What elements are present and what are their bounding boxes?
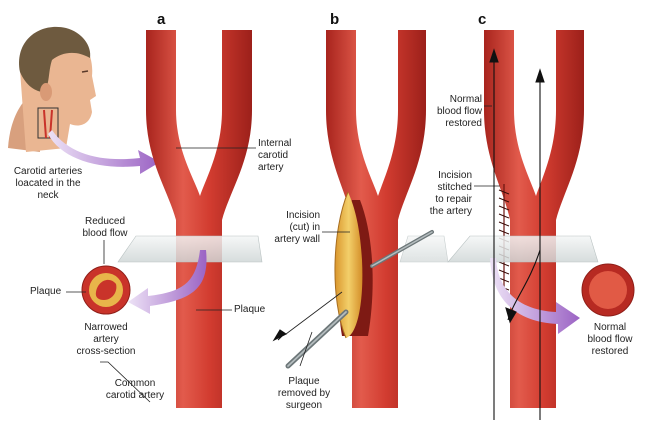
artery-panel-c — [484, 30, 584, 408]
arrow-head-to-artery — [48, 130, 160, 174]
label-normal-flow-bottom: Normal blood flow restored — [587, 322, 633, 357]
label-incision-stitched: Incision stitched to repair the artery — [429, 170, 472, 217]
surgical-instrument-upper — [370, 230, 434, 268]
label-narrowed-section: Narrowed artery cross-section — [76, 322, 136, 357]
patient-head-figure — [8, 26, 96, 152]
panel-letter-a: a — [157, 11, 166, 28]
surgical-instrument-lower — [285, 309, 349, 369]
plane-c — [447, 235, 599, 263]
label-plaque-removed: Plaque removed by surgeon — [277, 376, 331, 411]
narrowed-cross-section — [81, 265, 131, 315]
removed-plaque — [334, 192, 363, 338]
panel-letter-b: b — [330, 11, 340, 28]
label-reduced-flow: Reduced blood flow — [82, 216, 128, 239]
plane-b — [399, 235, 449, 263]
panel-letter-c: c — [478, 11, 487, 28]
arrow-to-narrowed-section — [128, 250, 207, 314]
normal-cross-section — [581, 263, 635, 317]
label-plaque-left: Plaque — [30, 286, 62, 297]
arrow-to-normal-section — [490, 258, 580, 334]
label-normal-flow-top: Normal blood flow restored — [436, 94, 482, 129]
label-incision-cut: Incision (cut) in artery wall — [274, 210, 320, 245]
flow-arrows — [272, 48, 545, 420]
label-plaque-right: Plaque — [234, 304, 266, 315]
label-internal-carotid: Internal carotid artery — [258, 138, 292, 173]
leader-lines — [66, 105, 500, 403]
artery-panel-a — [146, 30, 252, 408]
plane-a — [117, 235, 263, 263]
label-carotid-location: Carotid arteries loacated in the neck — [13, 166, 83, 201]
label-common-carotid: Common carotid artery — [105, 378, 165, 401]
artery-panel-b — [326, 30, 426, 408]
